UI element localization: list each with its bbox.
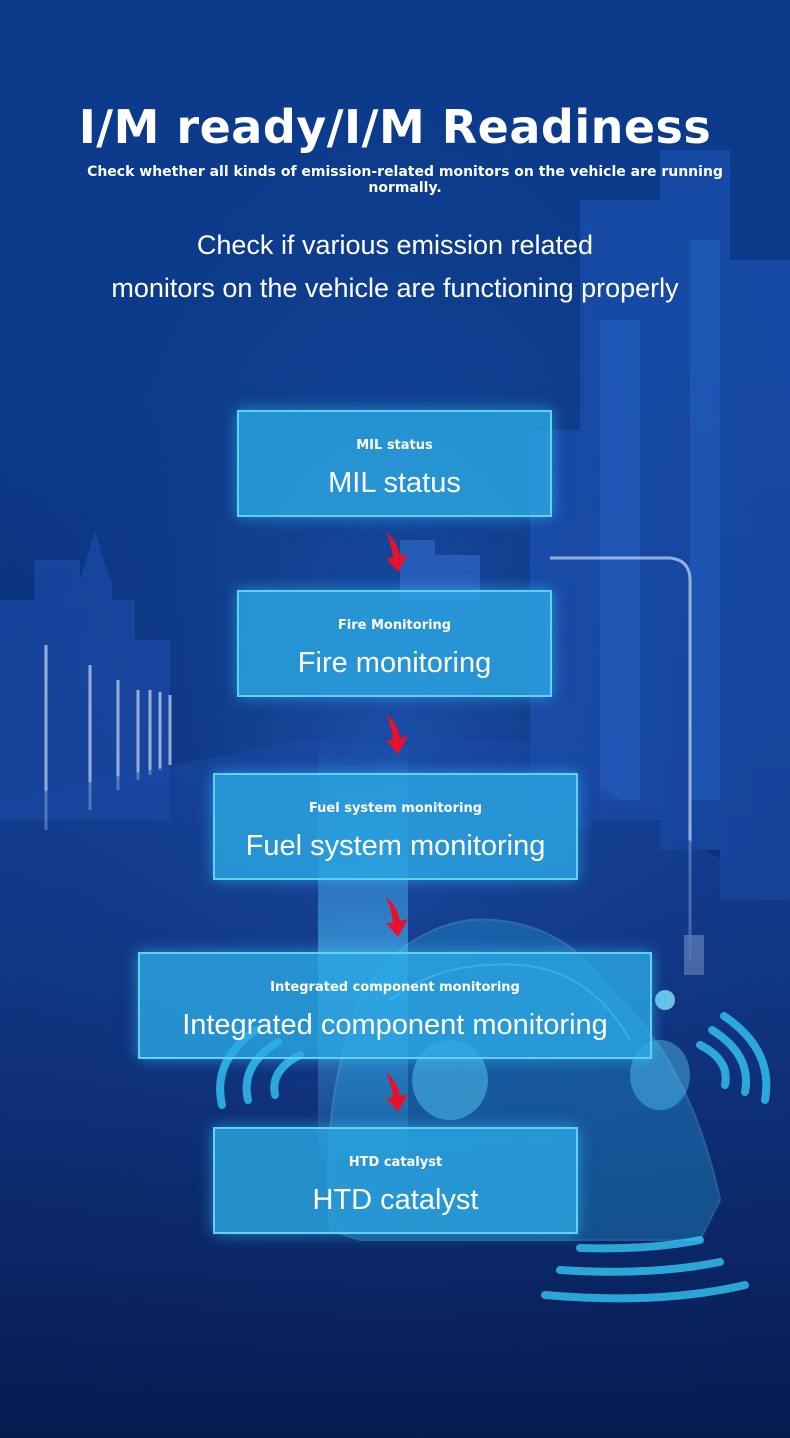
step-label-large: Fuel system monitoring [245, 830, 546, 862]
page-title: I/M ready/I/M Readiness [78, 100, 712, 154]
step-label-large: MIL status [328, 467, 461, 499]
down-arrow-icon [386, 532, 408, 572]
subtitle-line-2: monitors on the vehicle are functioning … [111, 273, 679, 303]
step-label-large: Integrated component monitoring [182, 1009, 608, 1041]
step-label-small: Fuel system monitoring [308, 801, 483, 816]
step-label-small: HTD catalyst [348, 1155, 443, 1170]
page-subtitle-large: Check if various emission related monito… [40, 224, 750, 310]
page-subtitle-small: Check whether all kinds of emission-rela… [87, 164, 723, 196]
step-label-large: HTD catalyst [312, 1184, 479, 1216]
step-fuel-system-monitoring: Fuel system monitoring Fuel system monit… [213, 773, 578, 880]
step-label-large: Fire monitoring [297, 647, 492, 679]
subtitle-line-1: Check if various emission related [196, 230, 594, 260]
down-arrow-icon [386, 1072, 408, 1112]
step-htd-catalyst: HTD catalyst HTD catalyst [213, 1127, 578, 1234]
down-arrow-icon [386, 897, 408, 937]
down-arrow-icon [386, 714, 408, 754]
step-integrated-component-monitoring: Integrated component monitoring Integrat… [138, 952, 652, 1059]
step-label-small: MIL status [356, 438, 433, 453]
step-label-small: Fire Monitoring [337, 618, 452, 633]
step-fire-monitoring: Fire Monitoring Fire monitoring [237, 590, 552, 697]
step-mil-status: MIL status MIL status [237, 410, 552, 517]
step-label-small: Integrated component monitoring [270, 980, 520, 995]
